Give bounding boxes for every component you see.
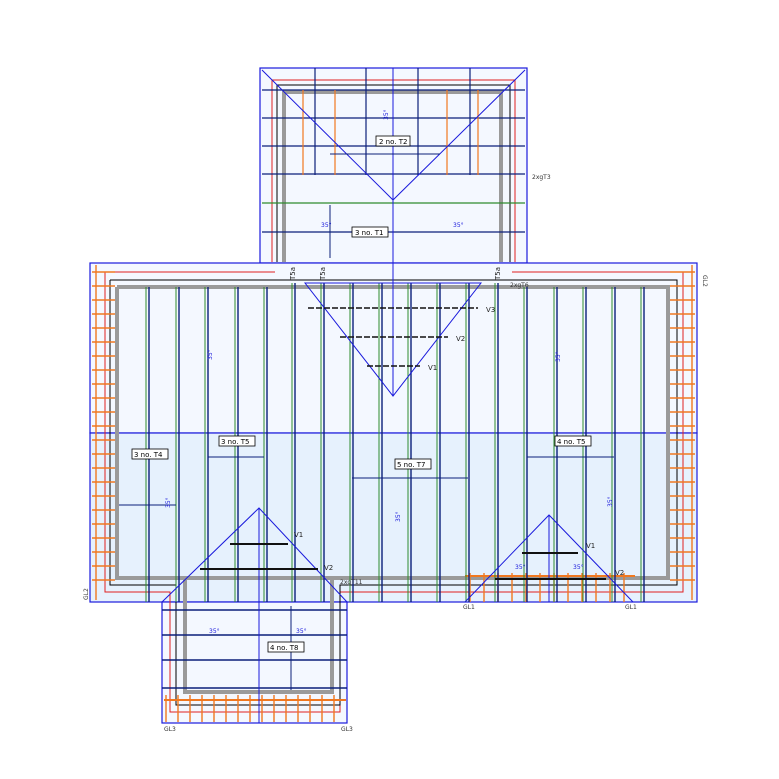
pitch-label: 35° — [321, 222, 332, 229]
pitch-label: 35° — [515, 564, 526, 571]
label-t4: 3 no. T4 — [134, 451, 163, 459]
hip-lines — [161, 68, 634, 723]
pitch-label: 35° — [395, 511, 402, 522]
pitch-label: 35° — [555, 351, 562, 362]
label-v2-left: V2 — [324, 564, 333, 572]
pitch-label: 35° — [207, 349, 214, 360]
pitch-label: 35° — [209, 628, 220, 635]
label-gl3-left: GL3 — [164, 726, 176, 733]
bottom-wing-area — [161, 601, 348, 724]
label-gl2-left: GL2 — [83, 588, 90, 600]
label-gl1-left: GL1 — [463, 604, 475, 611]
valley-boards-bottom — [200, 543, 606, 580]
label-v1-left: V1 — [294, 531, 303, 539]
label-t5a-2: T5a — [319, 267, 327, 281]
label-t6: 2xgT6 — [510, 282, 529, 289]
pitch-label: 35° — [573, 564, 584, 571]
gable-ladders — [92, 265, 695, 722]
label-t2: 2 no. T2 — [379, 138, 407, 146]
label-t5a-1: T5a — [289, 267, 297, 281]
label-t11: 2xgT11 — [340, 579, 363, 586]
label-v3: V3 — [486, 306, 495, 314]
valley-boards — [308, 307, 478, 367]
label-t5-left: 3 no. T5 — [221, 438, 249, 446]
label-v1-right: V1 — [586, 542, 595, 550]
pitch-label: 35° — [383, 109, 390, 120]
label-gl3-right: GL3 — [341, 726, 353, 733]
label-gl1-right: GL1 — [625, 604, 637, 611]
label-gl2-right: GL2 — [701, 275, 708, 287]
label-v2-right: V2 — [615, 569, 624, 577]
label-v2: V2 — [456, 335, 465, 343]
label-t5a-3: T5a — [494, 267, 502, 281]
pitch-label: 35° — [165, 497, 172, 508]
label-t8: 4 no. T8 — [270, 644, 298, 652]
pitch-label: 35° — [607, 496, 614, 507]
label-t1: 3 no. T1 — [355, 229, 383, 237]
label-t5-right: 4 no. T5 — [557, 438, 585, 446]
pitch-label: 35° — [296, 628, 307, 635]
label-t3: 2xgT3 — [532, 174, 551, 181]
label-t7: 5 no. T7 — [397, 461, 425, 469]
pitch-labels: 35° 35° 35° 35° 35° 35° 35° 35° 35° 35° … — [165, 109, 614, 635]
pitch-label: 35° — [453, 222, 464, 229]
label-v1: V1 — [428, 364, 437, 372]
truss-labels: 2 no. T2 3 no. T1 2xgT3 T5a T5a T5a 2xgT… — [83, 135, 708, 733]
